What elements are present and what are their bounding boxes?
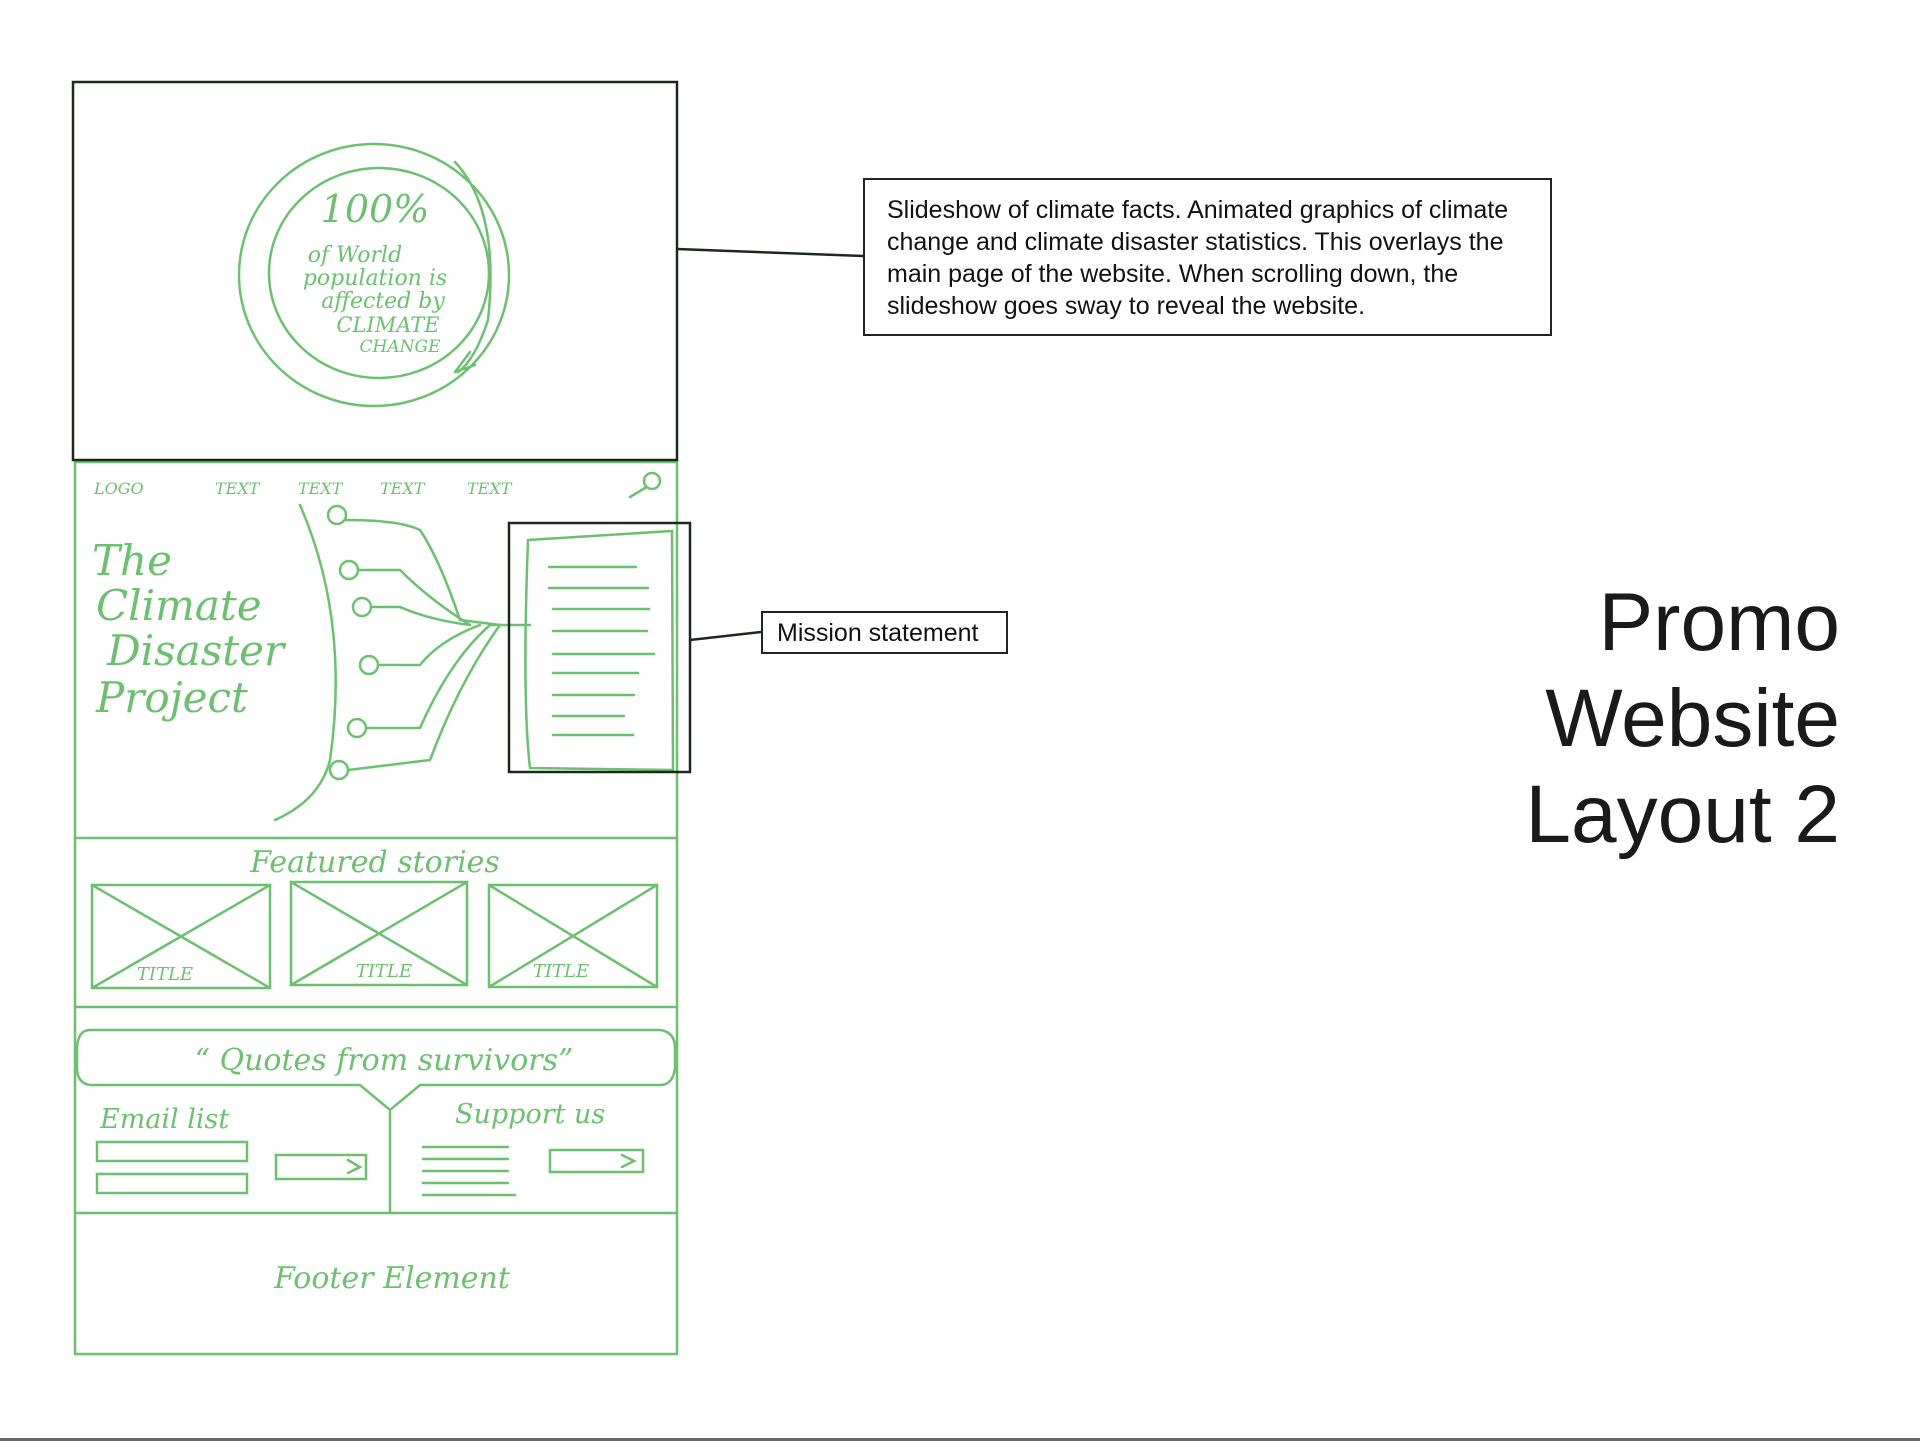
nav-item-4: TEXT	[467, 479, 513, 498]
slide-stat: 100%	[321, 187, 430, 231]
featured-heading: Featured stories	[249, 845, 500, 880]
email-input-sketch	[95, 1140, 249, 1163]
name-input-sketch	[95, 1172, 249, 1195]
page-outline	[73, 460, 679, 1356]
title-line-2: Website	[1545, 673, 1840, 764]
slide-line-1: of World	[308, 243, 402, 268]
quote-banner	[75, 1028, 677, 1112]
footer-text: Footer Element	[273, 1261, 511, 1296]
email-submit-sketch	[274, 1153, 368, 1181]
hero-line-1: The	[92, 536, 172, 585]
mission-document	[524, 529, 675, 772]
slideshow-leader-line	[676, 247, 864, 258]
title-line-1: Promo	[1598, 577, 1840, 668]
story-card-1	[90, 883, 272, 990]
slideshow-frame	[71, 80, 679, 462]
nav-item-1: TEXT	[215, 479, 261, 498]
page-title: Promo Website Layout 2	[1525, 575, 1840, 863]
support-heading: Support us	[455, 1099, 605, 1130]
globe-arc	[273, 503, 337, 822]
nav-item-3: TEXT	[380, 479, 426, 498]
mission-leader-line	[689, 630, 762, 642]
bottom-border	[0, 1438, 1920, 1441]
hero-line-3: Disaster	[106, 626, 287, 675]
mission-callout-box	[507, 521, 692, 774]
card-title-3: TITLE	[533, 961, 589, 982]
slide-line-4: CLIMATE	[336, 313, 439, 337]
slide-line-2: population is	[303, 266, 447, 291]
nav-item-2: TEXT	[298, 479, 344, 498]
slide-arrow	[453, 160, 492, 374]
mission-annotation: Mission statement	[761, 611, 1008, 654]
search-icon	[642, 471, 662, 491]
slide-line-3: affected by	[321, 289, 445, 314]
slide-outer-circle	[237, 142, 511, 408]
story-card-3	[487, 883, 659, 989]
slideshow-annotation: Slideshow of climate facts. Animated gra…	[863, 178, 1552, 336]
hero-line-4: Project	[95, 673, 248, 722]
title-line-3: Layout 2	[1525, 769, 1840, 860]
story-card-2	[289, 880, 469, 987]
email-heading: Email list	[99, 1104, 229, 1135]
support-button-sketch	[548, 1148, 645, 1174]
quote-text: “ Quotes from survivors”	[195, 1043, 574, 1078]
card-title-1: TITLE	[137, 964, 193, 985]
slide-inner-circle	[267, 166, 491, 380]
hero-line-2: Climate	[96, 581, 262, 630]
card-title-2: TITLE	[356, 961, 412, 982]
nav-logo: LOGO	[93, 479, 144, 498]
slide-line-5: CHANGE	[360, 337, 442, 357]
